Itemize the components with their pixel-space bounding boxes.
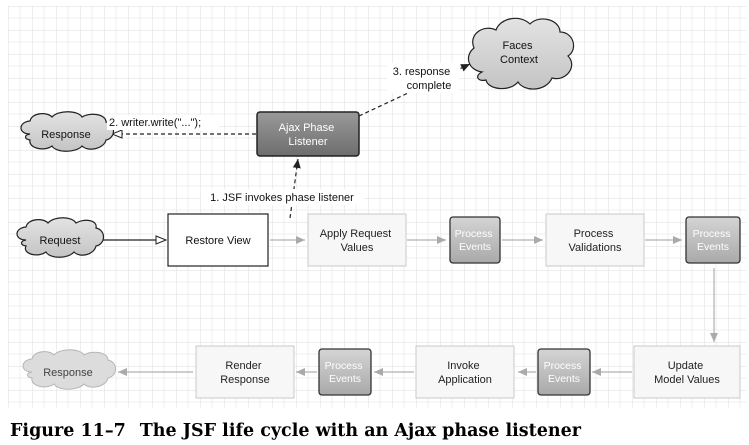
grid-background xyxy=(8,6,746,408)
figure-title: The JSF life cycle with an Ajax phase li… xyxy=(139,421,581,441)
process-events-label-3: Process Events xyxy=(544,360,585,385)
invoke-application-box: Invoke Application xyxy=(415,345,515,399)
request-label: Request xyxy=(40,235,81,247)
process-events-label-4: Process Events xyxy=(325,360,366,385)
update-model-values-box: Update Model Values xyxy=(633,345,741,399)
edge-label-writer-write: 2. writer.write("..."); xyxy=(107,115,219,130)
process-validations-label: Process Validations xyxy=(569,228,622,254)
render-response-label: Render Response xyxy=(220,360,270,386)
process-validations-box: Process Validations xyxy=(545,213,645,267)
svg-text:1. JSF invokes phase listener: 1. JSF invokes phase listener xyxy=(210,192,354,204)
response-bottom-label: Response xyxy=(43,367,93,379)
apply-request-values-box: Apply Request Values xyxy=(307,213,407,267)
invoke-application-label: Invoke Application xyxy=(438,360,492,386)
process-events-label-1: Process Events xyxy=(455,228,496,253)
process-events-box-4: Process Events xyxy=(318,348,372,396)
response-top-label: Response xyxy=(41,129,91,141)
restore-view-label: Restore View xyxy=(185,235,250,247)
svg-text:2. writer.write("...");: 2. writer.write("..."); xyxy=(109,117,201,129)
render-response-box: Render Response xyxy=(195,345,295,399)
edge-label-response-complete: 3. response complete xyxy=(387,63,459,93)
faces-context-line-2: Context xyxy=(500,54,538,66)
faces-context-line-1: Faces xyxy=(502,40,532,52)
faces-context-cloud: Faces Context xyxy=(467,17,575,90)
process-events-box-1: Process Events xyxy=(449,216,501,264)
restore-view-box: Restore View xyxy=(167,213,269,267)
svg-text:3. response complete: 3. response complete xyxy=(393,66,454,92)
figure-caption: Figure 11–7 The JSF life cycle with an Aj… xyxy=(10,420,745,442)
figure-number: Figure 11–7 xyxy=(10,421,126,441)
edge-label-invoke-listener: 1. JSF invokes phase listener xyxy=(201,189,364,205)
process-events-box-2: Process Events xyxy=(685,216,741,264)
apply-request-values-label: Apply Request Values xyxy=(320,228,395,254)
process-events-label-2: Process Events xyxy=(693,228,734,253)
request-cloud: Request xyxy=(16,217,105,258)
update-model-values-label: Update Model Values xyxy=(654,360,720,386)
edge-restore-to-listener xyxy=(289,158,301,219)
response-bottom-cloud: Response xyxy=(22,349,116,390)
response-top-cloud: Response xyxy=(20,111,115,152)
ajax-phase-listener-label: Ajax Phase Listener xyxy=(279,122,338,148)
ajax-phase-listener-box: Ajax Phase Listener xyxy=(256,111,360,157)
process-events-box-3: Process Events xyxy=(537,348,591,396)
faces-context-label: Faces Context xyxy=(500,40,538,66)
